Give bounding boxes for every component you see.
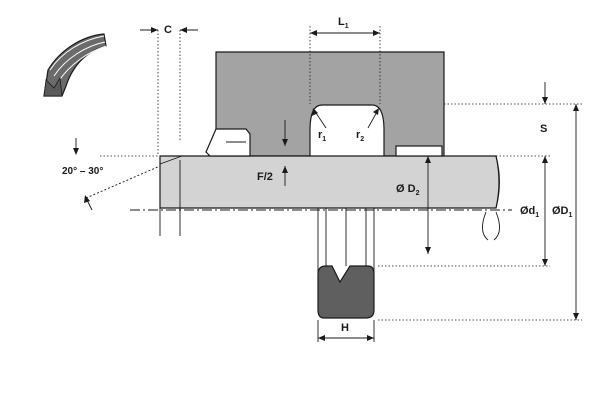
- scraper-lip: [205, 128, 251, 157]
- seal-cross-section-lower: [317, 208, 375, 319]
- f-half-dimension: F/2: [257, 120, 288, 186]
- h-label: H: [341, 322, 349, 334]
- d1-big-dimension: ØD1: [552, 104, 579, 320]
- h-dimension: H: [317, 320, 375, 342]
- c-label: C: [164, 24, 172, 36]
- c-dimension: C: [140, 24, 198, 36]
- d1-big-label: ØD1: [552, 205, 573, 219]
- rod: [159, 155, 500, 209]
- d2-label: Ø D2: [396, 183, 420, 197]
- f-half-label: F/2: [257, 171, 273, 183]
- guide-strip: [395, 145, 443, 157]
- seal-profile: [317, 265, 375, 319]
- seal-3d-icon: [43, 33, 107, 97]
- housing: [215, 51, 445, 157]
- l1-dimension: L1: [310, 16, 380, 36]
- rod-chamfer: [159, 155, 183, 165]
- d1-small-label: Ød1: [520, 205, 539, 219]
- s-dimension: S: [540, 82, 548, 135]
- rod-break-line: [495, 155, 500, 209]
- rod-break-mark: [482, 211, 500, 241]
- l1-label: L1: [338, 16, 349, 30]
- s-label: S: [540, 123, 547, 135]
- r1-label: r1: [318, 129, 326, 143]
- d2-dimension: Ø D2: [396, 156, 431, 254]
- r2-label: r2: [356, 129, 364, 143]
- angle-label: 20° – 30°: [62, 166, 103, 177]
- angle-dimension: 20° – 30°: [62, 138, 161, 211]
- d1-small-dimension: Ød1: [520, 156, 548, 266]
- radius-labels: r1 r2: [312, 108, 379, 143]
